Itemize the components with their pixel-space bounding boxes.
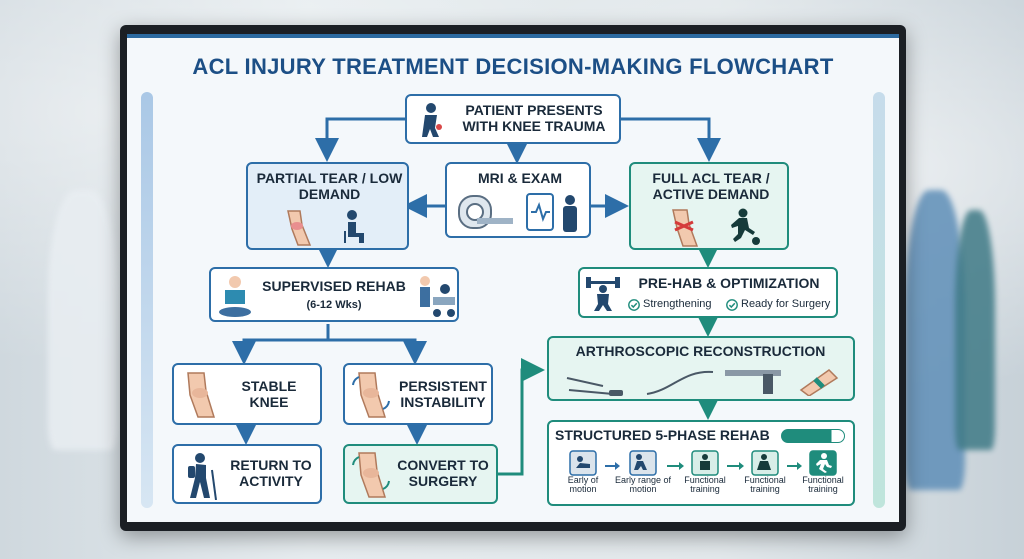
arrow-convert-to-arthro <box>498 358 545 476</box>
therapist-patient-icon <box>219 276 251 317</box>
prehab-check-ready: Ready for Surgery <box>741 298 831 310</box>
node-mri[interactable]: MRI & EXAM <box>445 162 591 238</box>
node-partial-label: PARTIAL TEAR / LOW DEMAND <box>256 170 403 202</box>
phase-arrows <box>605 462 802 470</box>
node-stable-knee[interactable]: STABLE KNEE <box>172 363 322 425</box>
node-patient[interactable]: PATIENT PRESENTS WITH KNEE TRAUMA <box>405 94 621 144</box>
phase-3[interactable]: Functional training <box>677 450 733 495</box>
node-full-tear[interactable]: FULL ACL TEAR / ACTIVE DEMAND <box>629 162 789 250</box>
wrist-bandage-icon <box>799 369 839 396</box>
node-structured-label: STRUCTURED 5-PHASE REHAB <box>555 427 770 443</box>
clipboard-doctor-icon <box>526 193 577 232</box>
knee-joint-icon <box>187 372 216 418</box>
weightlifter-icon <box>586 277 620 311</box>
phase-4[interactable]: Functional training <box>737 450 793 495</box>
screen-top-bar <box>127 34 899 38</box>
background-person-right-2 <box>955 210 995 450</box>
left-scroll-track[interactable] <box>141 92 153 508</box>
phase-4-label: Functional training <box>744 475 786 495</box>
seated-person-icon <box>344 210 364 243</box>
node-persistent-label: PERSISTENT INSTABILITY <box>399 378 487 410</box>
mri-scanner-icon <box>458 195 513 229</box>
check-circle-icon <box>726 299 738 311</box>
stationary-bike-icon <box>751 450 779 476</box>
node-rehab-weeks: (6-12 Wks) <box>306 299 362 311</box>
phase-2[interactable]: Early range of motion <box>613 450 673 495</box>
surgical-instruments-icon <box>566 370 781 396</box>
unstable-knee-icon <box>352 372 390 418</box>
arrow-patient-to-partial <box>315 117 405 162</box>
injured-person-icon <box>422 103 442 137</box>
arrow-patient-to-full <box>621 117 721 162</box>
phase-5-label: Functional training <box>802 475 844 495</box>
background-doctor-left <box>48 190 118 450</box>
rehab-exercise-icon <box>420 276 455 317</box>
node-convert-label: CONVERT TO SURGERY <box>397 457 489 489</box>
node-patient-label: PATIENT PRESENTS WITH KNEE TRAUMA <box>462 102 606 134</box>
right-scroll-track[interactable] <box>873 92 885 508</box>
arrow-rehab-to-stable <box>232 324 330 365</box>
functional-training-icon <box>691 450 719 476</box>
bed-rest-icon <box>569 450 597 476</box>
flow-arrows <box>232 117 721 476</box>
hiker-icon <box>188 453 217 500</box>
flowchart-screen: ACL INJURY TREATMENT DECISION-MAKING FLO… <box>127 34 899 522</box>
node-arthroscopic[interactable]: ARTHROSCOPIC RECONSTRUCTION <box>547 336 855 401</box>
partial-tear-knee-icon <box>287 210 312 246</box>
node-rehab-label: SUPERVISED REHAB <box>262 278 406 294</box>
node-persistent-instability[interactable]: PERSISTENT INSTABILITY <box>343 363 493 425</box>
node-return-label: RETURN TO ACTIVITY <box>230 457 312 489</box>
phase-1[interactable]: Early of motion <box>555 450 611 495</box>
torn-acl-knee-icon <box>672 209 699 247</box>
rehab-progress-bar <box>781 429 845 443</box>
arrow-rehab-to-persistent <box>328 338 427 365</box>
soccer-player-icon <box>731 208 760 245</box>
node-prehab-label: PRE-HAB & OPTIMIZATION <box>638 275 820 291</box>
page-title: ACL INJURY TREATMENT DECISION-MAKING FLO… <box>192 54 834 79</box>
node-return-to-activity[interactable]: RETURN TO ACTIVITY <box>172 444 322 504</box>
knee-surgery-icon <box>352 452 390 498</box>
prehab-check-strengthening: Strengthening <box>643 298 712 310</box>
node-mri-label: MRI & EXAM <box>478 170 562 186</box>
node-convert-to-surgery[interactable]: CONVERT TO SURGERY <box>343 444 498 504</box>
node-supervised-rehab[interactable]: SUPERVISED REHAB (6-12 Wks) <box>209 267 459 322</box>
node-partial-tear[interactable]: PARTIAL TEAR / LOW DEMAND <box>246 162 409 250</box>
node-prehab[interactable]: PRE-HAB & OPTIMIZATION Strengthening Rea… <box>578 267 838 318</box>
node-structured-rehab[interactable]: STRUCTURED 5-PHASE REHAB Early of motion… <box>547 420 855 506</box>
phase-5[interactable]: Functional training <box>795 450 851 495</box>
phase-2-label: Early range of motion <box>614 475 672 495</box>
check-circle-icon <box>628 299 640 311</box>
range-of-motion-icon <box>629 450 657 476</box>
node-stable-label: STABLE KNEE <box>241 378 297 410</box>
node-full-label: FULL ACL TEAR / ACTIVE DEMAND <box>652 170 770 202</box>
phase-3-label: Functional training <box>684 475 726 495</box>
phase-1-label: Early of motion <box>567 475 599 495</box>
node-arthro-label: ARTHROSCOPIC RECONSTRUCTION <box>575 343 826 359</box>
running-icon <box>809 450 837 476</box>
